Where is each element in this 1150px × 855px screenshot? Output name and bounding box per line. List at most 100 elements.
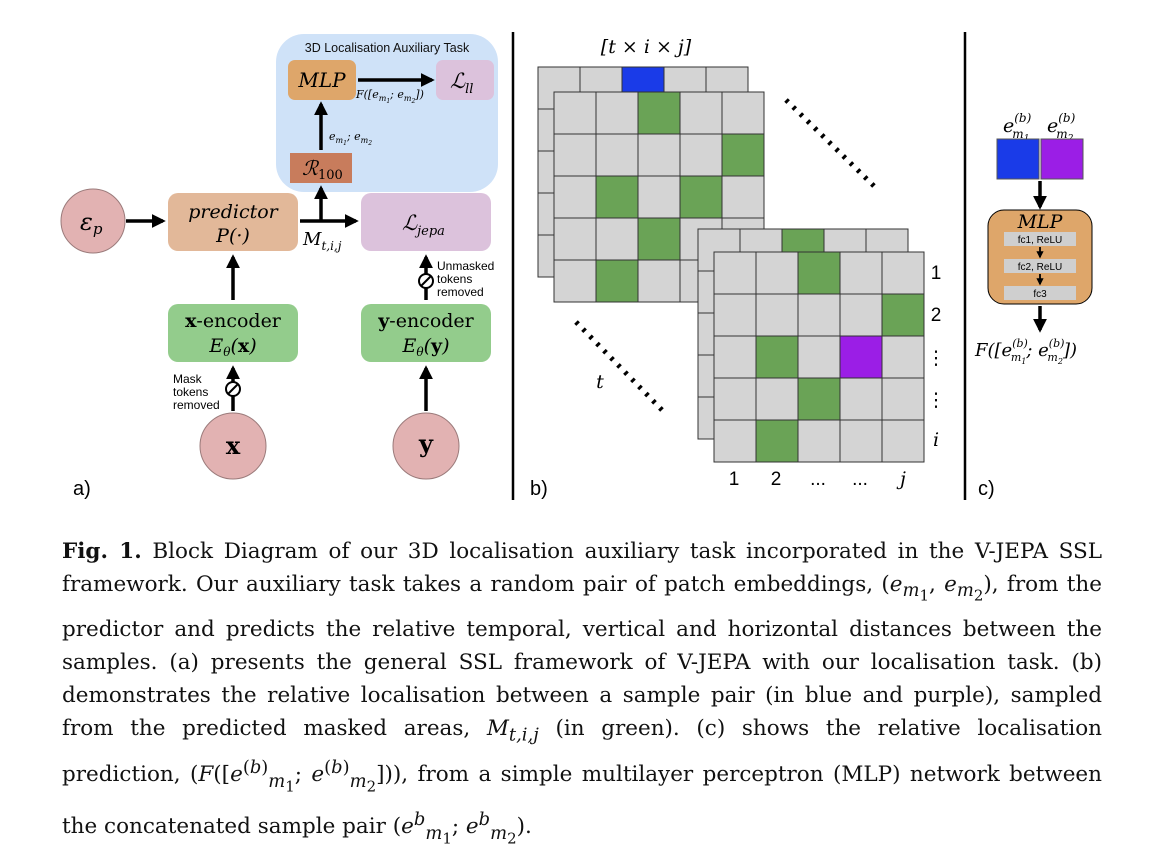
mid-grid-cell <box>553 217 597 261</box>
eps-circle <box>60 188 126 254</box>
x-input-label: x <box>226 431 241 460</box>
mid-grid-cell <box>595 259 639 303</box>
front-grid-cell <box>755 419 799 463</box>
aux-task-title: 3D Localisation Auxiliary Task <box>305 41 470 55</box>
caption-seg4: ), from a simple multilayer perceptron (… <box>62 762 1102 840</box>
front-grid-cell <box>713 335 757 379</box>
predictor-line2: P(·) <box>215 225 250 247</box>
mid-grid-cell <box>721 133 765 177</box>
front-grid-cell <box>755 377 799 421</box>
row-label-2: 2 <box>931 305 942 326</box>
front-grid-cell <box>839 377 883 421</box>
mid-grid-cell <box>721 91 765 135</box>
row-label-1: 1 <box>931 263 942 284</box>
front-grid-cell <box>881 335 925 379</box>
em1-patch <box>996 138 1040 180</box>
layer-fc1-label: fc1, ReLU <box>1018 235 1062 246</box>
panel-b: [t × i × j] t 1 2 ⋮ ⋮ i 1 2 ... ... j b) <box>530 36 946 500</box>
mlp-label: MLP <box>297 68 346 92</box>
col-label-1: 1 <box>729 469 740 490</box>
caption-seg1: Block Diagram of our 3D localisation aux… <box>62 539 1102 597</box>
m-label: Mt,i,j <box>302 229 342 253</box>
r100-box <box>290 153 352 183</box>
front-grid-cell <box>713 419 757 463</box>
mid-grid-cell <box>553 91 597 135</box>
mid-grid-cell <box>637 133 681 177</box>
mid-grid-cell <box>679 175 723 219</box>
layer-fc1 <box>1004 232 1076 246</box>
loss-jepa-label: ℒjepa <box>402 211 445 239</box>
mid-grid-cell <box>721 175 765 219</box>
front-grid-cell <box>797 419 841 463</box>
mid-grid-cell <box>595 91 639 135</box>
front-grid-cell <box>839 419 883 463</box>
predictor-line1: predictor <box>188 201 279 223</box>
loss-jepa-box <box>361 193 491 251</box>
x-input-circle <box>199 412 267 480</box>
mlp-c-label: MLP <box>1017 211 1064 233</box>
front-grid-cell <box>713 377 757 421</box>
dotted-diagonal-top <box>784 98 878 190</box>
mid-grid-cell <box>595 217 639 261</box>
eps-label: εp <box>80 208 103 238</box>
row-label-dots-1: ⋮ <box>927 348 946 369</box>
t-label: t <box>596 371 604 393</box>
front-grid-cell <box>797 335 841 379</box>
x-encoder-line1: x-encoder <box>185 310 282 332</box>
mid-grid-cell <box>679 133 723 177</box>
unmasked-no-icon-slash <box>420 275 432 287</box>
front-grid-cell <box>839 293 883 337</box>
y-encoder-box <box>361 304 491 362</box>
front-grid-cell <box>881 293 925 337</box>
grid-mid-frame <box>553 91 765 303</box>
caption-seg2: ), from the predictor and predicts the r… <box>62 572 1103 741</box>
col-label-dots-1: ... <box>810 469 826 490</box>
mid-grid-cell <box>637 259 681 303</box>
panel-b-label: b) <box>530 478 548 500</box>
mid-grid-cell <box>637 91 681 135</box>
layer-fc3 <box>1004 286 1076 300</box>
mid-grid-cell <box>595 175 639 219</box>
row-label-i: i <box>933 429 939 451</box>
front-grid-cell <box>755 335 799 379</box>
mid-grid-cell <box>679 91 723 135</box>
mid-grid-cell <box>553 133 597 177</box>
col-label-j: j <box>896 468 906 490</box>
col-label-2: 2 <box>771 469 782 490</box>
front-grid-cell <box>755 251 799 295</box>
front-grid-cell <box>755 293 799 337</box>
front-grid-cell <box>713 293 757 337</box>
mlp-box <box>288 60 356 100</box>
predictor-box <box>168 193 298 251</box>
panel-c-label: c) <box>978 478 995 500</box>
output-label: F([e(b)m1; e(b)m2]) <box>974 337 1077 366</box>
mid-grid-cell <box>637 175 681 219</box>
dims-label: [t × i × j] <box>601 36 692 58</box>
front-grid-cell <box>881 251 925 295</box>
mid-grid-cell <box>553 175 597 219</box>
mid-grid-cell <box>553 259 597 303</box>
em2-patch <box>1040 138 1084 180</box>
layer-fc2-label: fc2, ReLU <box>1018 262 1062 273</box>
row-label-dots-2: ⋮ <box>927 390 946 411</box>
front-grid-cell <box>881 377 925 421</box>
figure-caption: Fig. 1. Block Diagram of our 3D localisa… <box>62 539 1103 848</box>
y-encoder-line1: y-encoder <box>377 310 474 332</box>
front-grid-cell <box>881 419 925 463</box>
y-encoder-line2: Eθ(y) <box>402 335 450 359</box>
mask-no-icon-slash <box>227 383 239 395</box>
x-encoder-box <box>168 304 298 362</box>
layer-fc3-label: fc3 <box>1033 289 1047 300</box>
front-grid-cell <box>839 335 883 379</box>
loss-ll-label: ℒll <box>450 69 473 97</box>
grid-front-frame <box>713 251 925 463</box>
r100-label: ℛ100 <box>302 156 343 183</box>
front-grid-cell <box>713 251 757 295</box>
y-input-circle <box>392 412 460 480</box>
front-grid-cell <box>839 251 883 295</box>
panel-a-label: a) <box>73 478 91 500</box>
loss-ll-box <box>436 60 494 100</box>
panel-c: e(b)m1 e(b)m2 MLP fc1, ReLU fc2, ReLU fc… <box>974 111 1093 500</box>
